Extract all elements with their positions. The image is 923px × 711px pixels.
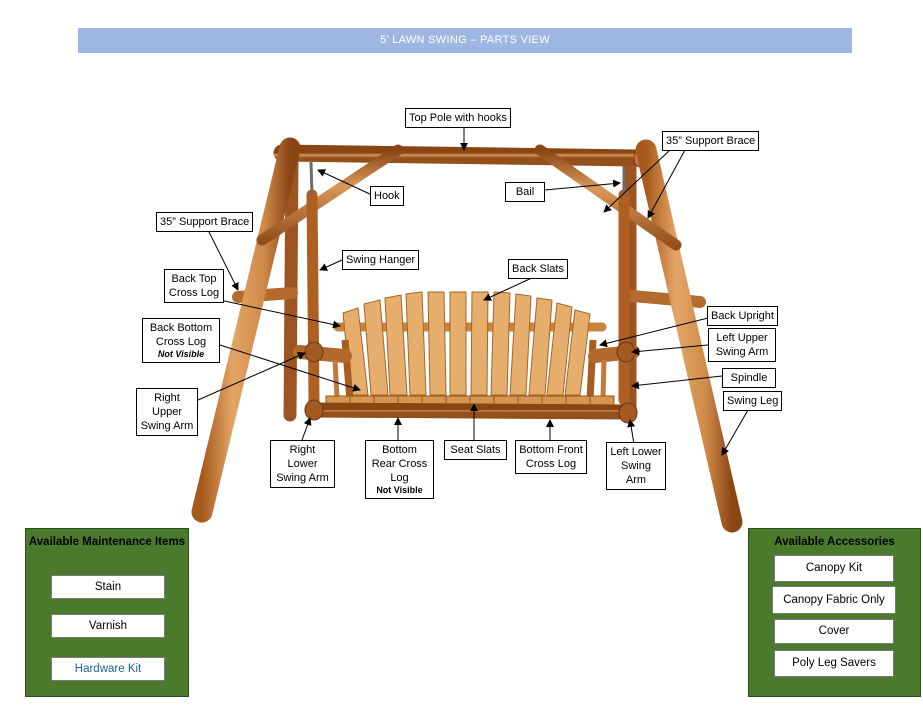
- accessories-panel: Available Accessories Canopy Kit Canopy …: [748, 528, 921, 697]
- accessories-title: Available Accessories: [774, 536, 895, 548]
- label-right-upper-swing-arm: Right Upper Swing Arm: [136, 388, 198, 436]
- maintenance-title: Available Maintenance Items: [28, 536, 186, 548]
- cover-button[interactable]: Cover: [774, 619, 894, 644]
- label-bottom-rear-cross-log-text: Bottom Rear Cross Log: [371, 444, 428, 484]
- label-back-bottom-cross-log-text: Back Bottom Cross Log: [149, 322, 213, 348]
- label-hook: Hook: [370, 186, 404, 206]
- label-top-pole: Top Pole with hooks: [405, 108, 511, 128]
- label-back-bottom-cross-log: Back Bottom Cross Log Not Visible: [142, 318, 220, 363]
- label-swing-hanger: Swing Hanger: [342, 250, 420, 270]
- label-bottom-rear-cross-log: Bottom Rear Cross Log Not Visible: [365, 440, 434, 499]
- label-back-bottom-note: Not Visible: [157, 349, 205, 359]
- label-bail: Bail: [505, 182, 545, 202]
- label-back-slats: Back Slats: [508, 259, 568, 279]
- label-left-upper-swing-arm: Left Upper Swing Arm: [708, 328, 776, 362]
- varnish-button[interactable]: Varnish: [51, 614, 165, 638]
- poly-leg-savers-button[interactable]: Poly Leg Savers: [774, 650, 894, 677]
- label-left-lower-swing-arm: Left Lower Swing Arm: [606, 442, 666, 490]
- canopy-kit-button[interactable]: Canopy Kit: [774, 555, 894, 582]
- label-back-top-cross-log: Back Top Cross Log: [164, 269, 224, 303]
- label-back-upright: Back Upright: [707, 306, 778, 326]
- label-support-brace-right: 35” Support Brace: [662, 131, 760, 151]
- page-title: 5’ LAWN SWING – PARTS VIEW: [78, 28, 852, 53]
- canopy-fabric-only-button[interactable]: Canopy Fabric Only: [772, 586, 896, 614]
- label-seat-slats: Seat Slats: [444, 440, 507, 460]
- label-swing-leg: Swing Leg: [723, 391, 783, 411]
- maintenance-panel: Available Maintenance Items Stain Varnis…: [25, 528, 189, 697]
- label-right-lower-swing-arm: Right Lower Swing Arm: [270, 440, 335, 488]
- stain-button[interactable]: Stain: [51, 575, 165, 599]
- label-spindle: Spindle: [722, 368, 776, 388]
- label-support-brace-left: 35” Support Brace: [156, 212, 254, 232]
- label-bottom-rear-note: Not Visible: [376, 485, 423, 495]
- hardware-kit-link[interactable]: Hardware Kit: [51, 657, 165, 681]
- label-bottom-front-cross-log: Bottom Front Cross Log: [515, 440, 587, 474]
